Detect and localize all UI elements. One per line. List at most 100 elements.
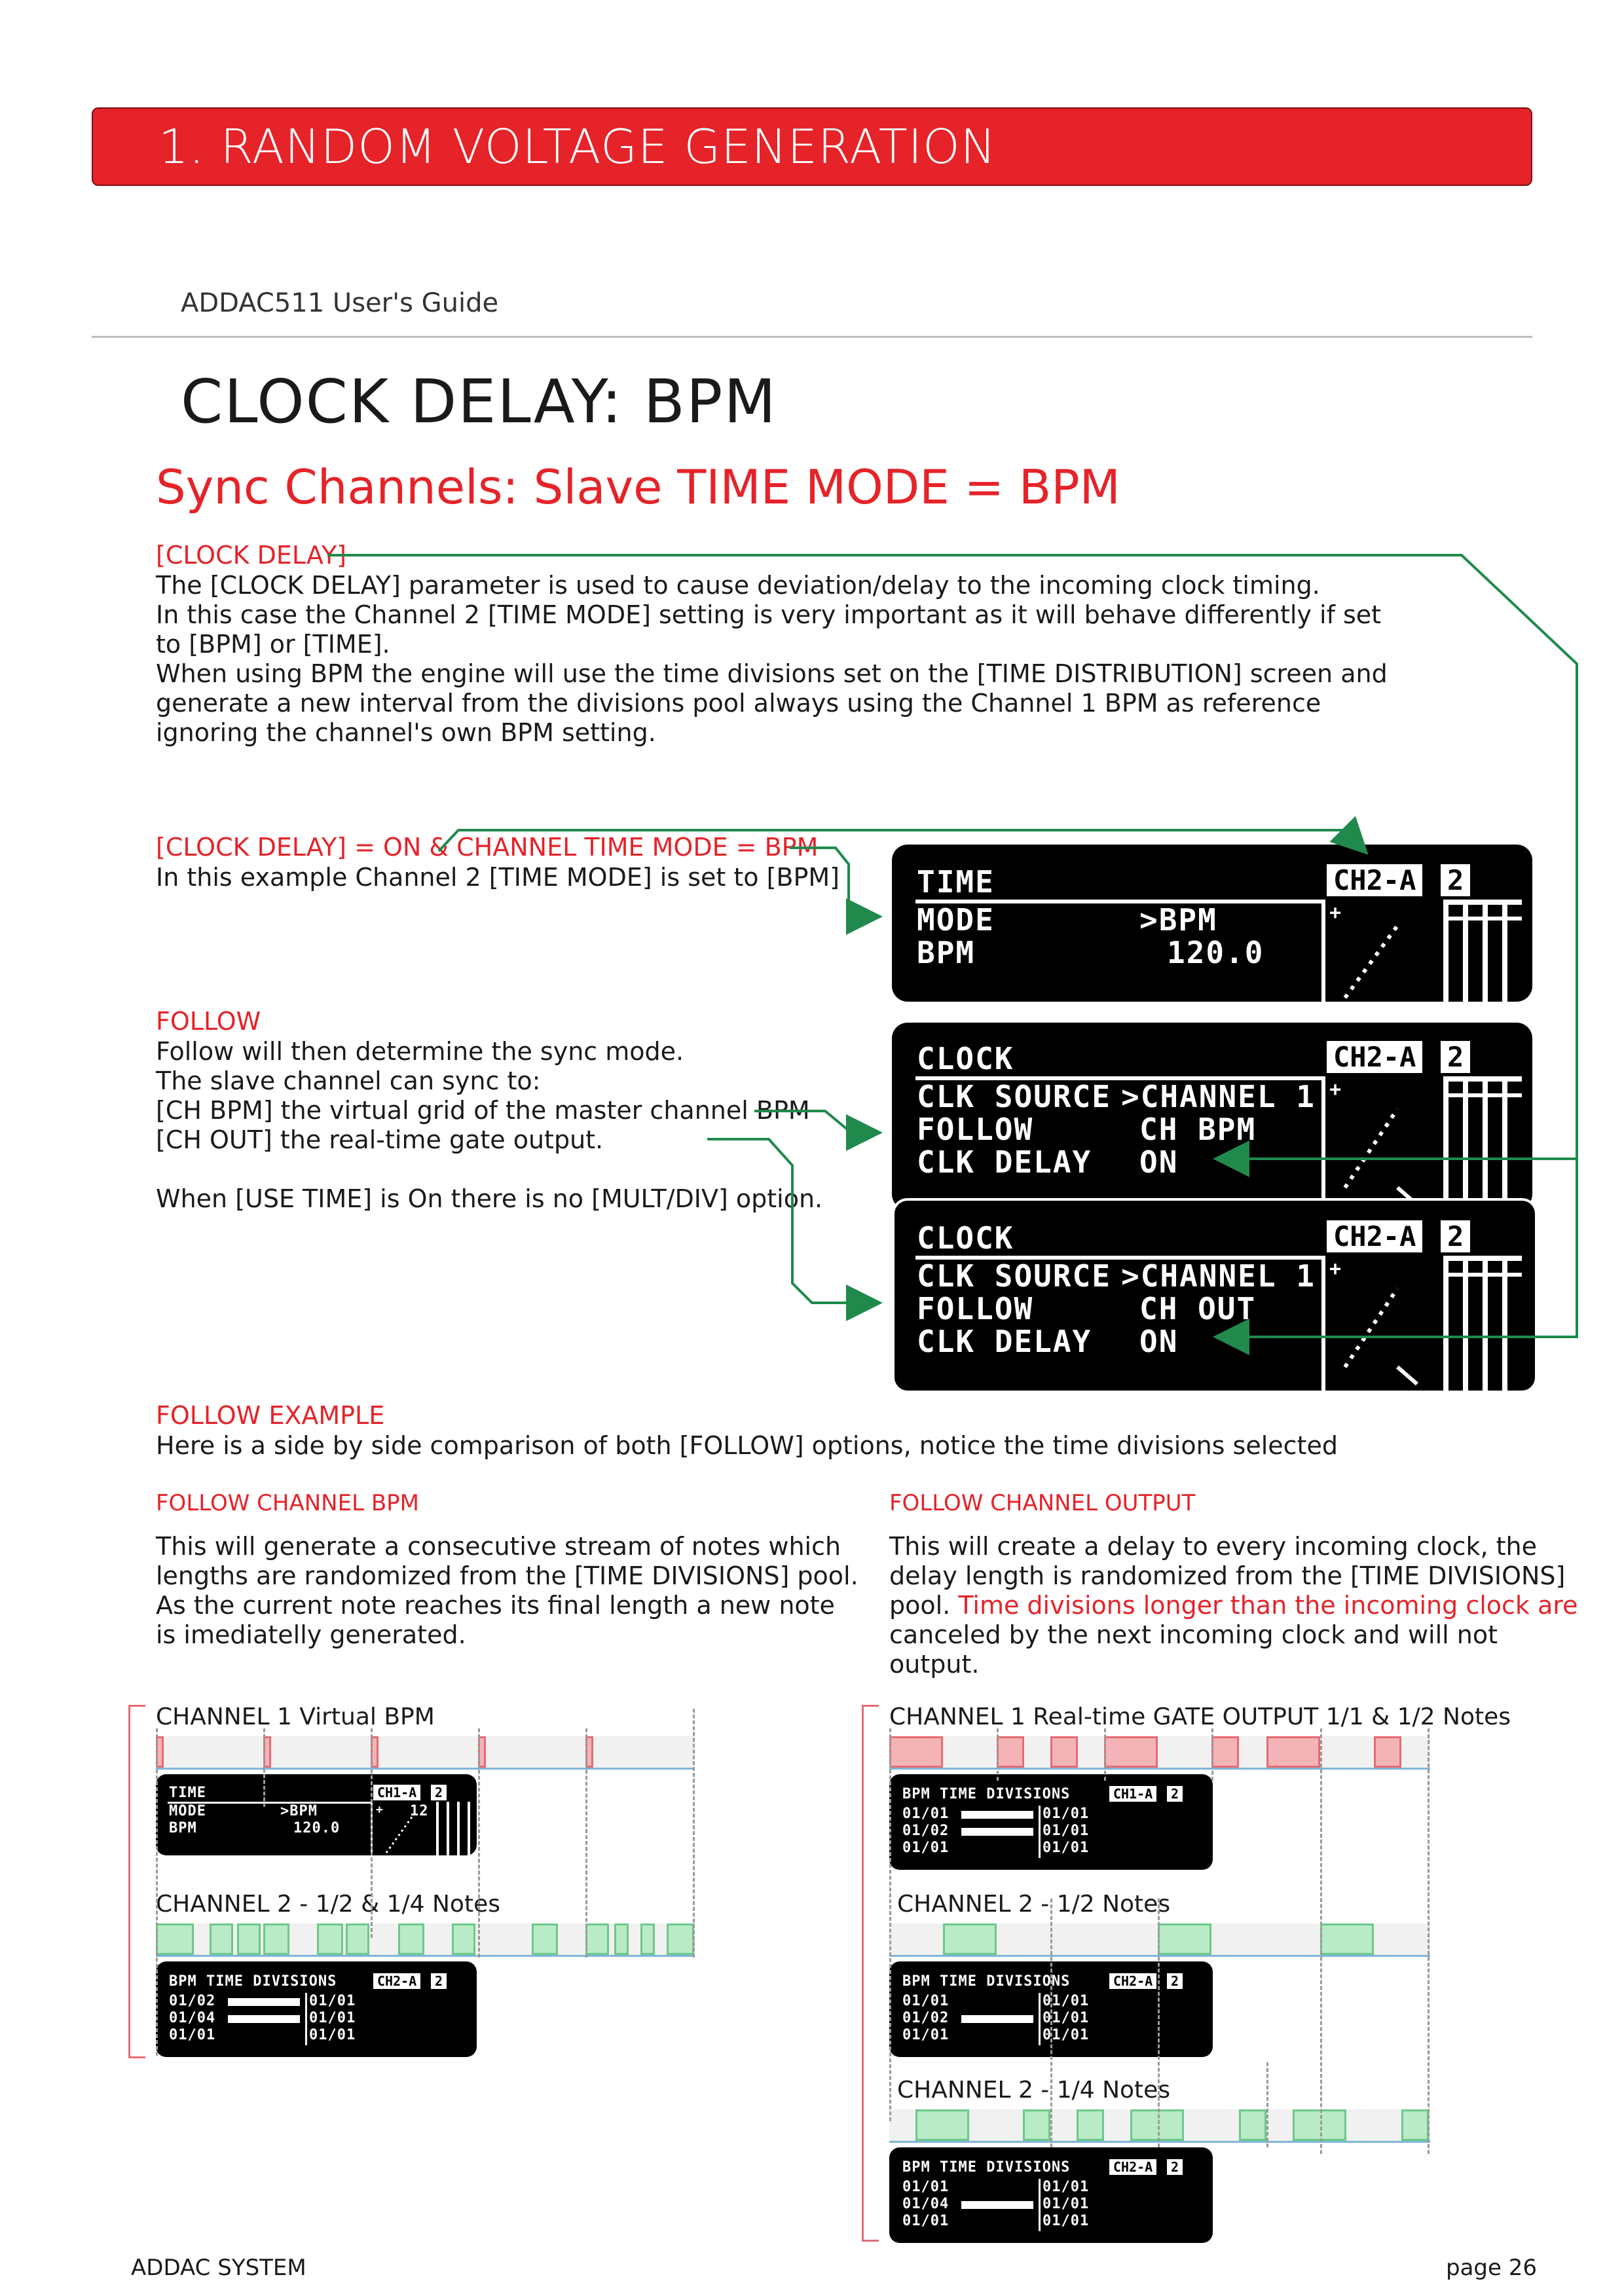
oled-clock-screen-ch-out: CLOCK CLK SOURCE >CHANNEL 1 FOLLOW CH OU… — [892, 1198, 1538, 1393]
right-ch1-screen: BPM TIME DIVISIONS CH1-A 2 01/01 01/01 0… — [889, 1774, 1213, 1870]
follow-label: FOLLOW — [156, 1007, 261, 1036]
division-bar — [961, 2201, 1033, 2209]
screen-graph: + — [1329, 900, 1522, 1002]
text-line: Follow will then determine the sync mode… — [156, 1037, 684, 1066]
screen-row-value: 01/01 — [1043, 1823, 1090, 1839]
left-column-text: This will generate a consecutive stream … — [156, 1532, 858, 1650]
warning-text: Time divisions longer than the incoming … — [958, 1591, 1578, 1620]
gate-pulse — [889, 1736, 943, 1768]
channel-tag: CH2-A — [1109, 1973, 1157, 1989]
text-line: delay length is randomized from the [TIM… — [889, 1561, 1566, 1590]
left-ch2-track — [156, 1923, 694, 1957]
follow-description: Follow will then determine the sync mode… — [156, 1037, 822, 1214]
screen-row-label: 01/01 — [169, 2027, 216, 2043]
gate-pulse — [997, 1736, 1024, 1768]
right-ch1-track — [889, 1736, 1430, 1770]
note-segment — [1158, 1923, 1211, 1955]
screen-graph-divider — [1321, 1256, 1325, 1391]
left-column-heading: FOLLOW CHANNEL BPM — [156, 1490, 420, 1516]
screen-row-value: 01/01 — [1043, 1806, 1090, 1822]
screen-row-label: FOLLOW — [917, 1112, 1034, 1147]
note-segment — [1320, 1923, 1374, 1955]
screen-row-label: 01/04 — [169, 2010, 216, 2026]
text-line: When using BPM the engine will use the t… — [156, 659, 1388, 688]
screen-graph-divider — [1321, 900, 1325, 1002]
connector-arrows — [327, 554, 1578, 1355]
screen-graph-divider — [1321, 1076, 1325, 1210]
left-ch2-title: CHANNEL 2 - 1/2 & 1/4 Notes — [156, 1891, 500, 1918]
svg-text:+: + — [1329, 1258, 1341, 1281]
column-divider — [1039, 1806, 1041, 1858]
text-line: to [BPM] or [TIME]. — [156, 630, 390, 659]
screen-header-line — [168, 1802, 372, 1804]
screen-row-label: CLK SOURCE — [917, 1258, 1111, 1294]
example-line: In this example Channel 2 [TIME MODE] is… — [156, 863, 840, 892]
note-segment — [532, 1923, 558, 1955]
screen-graph: + — [376, 1802, 470, 1855]
beat-guide — [1158, 1899, 1160, 2147]
guide-title: ADDAC511 User's Guide — [181, 288, 499, 318]
screen-row-label: 01/01 — [902, 1806, 950, 1822]
screen-title: TIME — [917, 864, 995, 900]
beat-guide — [1266, 2062, 1268, 2147]
screen-row-value: >BPM — [1139, 902, 1217, 938]
text-line: [CH BPM] the virtual grid of the master … — [156, 1096, 810, 1125]
note-segment — [452, 1923, 475, 1955]
oled-time-screen: TIME MODE >BPM BPM 120.0 CH2-A 2 + — [892, 845, 1532, 1002]
channel-num: 2 — [431, 1785, 447, 1800]
screen-row-label: MODE — [917, 902, 995, 938]
right-ch2b-screen: BPM TIME DIVISIONS CH2-A 2 01/01 01/01 0… — [889, 2147, 1213, 2243]
left-ch2-screen: BPM TIME DIVISIONS CH2-A 2 01/02 01/01 0… — [156, 1961, 477, 2057]
clock-delay-label: [CLOCK DELAY] — [156, 541, 347, 570]
left-ch1-screen: TIME MODE >BPM BPM 120.0 CH1-A 2 12 + — [156, 1774, 477, 1855]
right-ch2a-track — [889, 1923, 1430, 1957]
right-column-heading: FOLLOW CHANNEL OUTPUT — [889, 1490, 1196, 1516]
column-divider — [305, 1993, 307, 2045]
screen-row-label: 01/02 — [902, 2010, 950, 2026]
text-line: ignoring the channel's own BPM setting. — [156, 718, 656, 747]
note-segment — [398, 1923, 424, 1955]
note-segment — [317, 1923, 343, 1955]
follow-example-label: FOLLOW EXAMPLE — [156, 1401, 385, 1430]
note-segment — [1130, 2109, 1184, 2141]
note-segment — [614, 1923, 629, 1955]
clock-delay-description: The [CLOCK DELAY] parameter is used to c… — [156, 571, 1388, 748]
screen-row-value: 01/01 — [1043, 2027, 1090, 2043]
text-line: This will create a delay to every incomi… — [889, 1532, 1537, 1561]
page-number: page 26 — [1446, 2255, 1537, 2281]
screen-graph: + — [1329, 1256, 1522, 1391]
follow-example-line: Here is a side by side comparison of bot… — [156, 1431, 1338, 1460]
channel-num: 2 — [1167, 1786, 1183, 1802]
screen-row-value: 01/01 — [309, 2010, 356, 2026]
screen-row-label: 01/04 — [902, 2196, 950, 2212]
channel-num: 2 — [1441, 1041, 1471, 1073]
note-segment — [156, 1923, 194, 1955]
right-ch2b-track — [889, 2109, 1430, 2143]
gate-pulse — [1374, 1736, 1401, 1768]
oled-clock-screen-ch-bpm: CLOCK CLK SOURCE >CHANNEL 1 FOLLOW CH BP… — [892, 1023, 1532, 1210]
screen-title: TIME — [169, 1785, 206, 1801]
right-ch2a-title: CHANNEL 2 - 1/2 Notes — [897, 1891, 1171, 1918]
division-bar — [961, 1811, 1033, 1819]
screen-title: BPM TIME DIVISIONS — [902, 1786, 1071, 1802]
text-line: is imediatelly generated. — [156, 1620, 466, 1649]
beat-guide — [889, 1728, 891, 2121]
note-segment — [237, 1923, 261, 1955]
screen-row-label: BPM — [917, 935, 976, 970]
svg-text:+: + — [1329, 902, 1341, 924]
text-line: lengths are randomized from the [TIME DI… — [156, 1561, 858, 1590]
screen-row-label: 01/02 — [902, 1823, 950, 1839]
svg-text:+: + — [1329, 1078, 1341, 1101]
gate-pulse — [1104, 1736, 1158, 1768]
screen-title: BPM TIME DIVISIONS — [902, 2159, 1071, 2176]
screen-row-label: 01/01 — [902, 1840, 950, 1856]
note-segment — [1023, 2109, 1050, 2141]
beat-guide — [478, 1728, 480, 1958]
screen-row-label: 01/01 — [902, 2027, 950, 2043]
screen-row-value: ON — [1139, 1144, 1179, 1180]
screen-row-value: 01/01 — [1043, 1840, 1090, 1856]
channel-tag: CH2-A — [373, 1973, 421, 1989]
page-title: CLOCK DELAY: BPM — [181, 367, 777, 437]
page-subtitle: Sync Channels: Slave TIME MODE = BPM — [156, 460, 1120, 515]
beat-guide — [156, 1728, 158, 2056]
